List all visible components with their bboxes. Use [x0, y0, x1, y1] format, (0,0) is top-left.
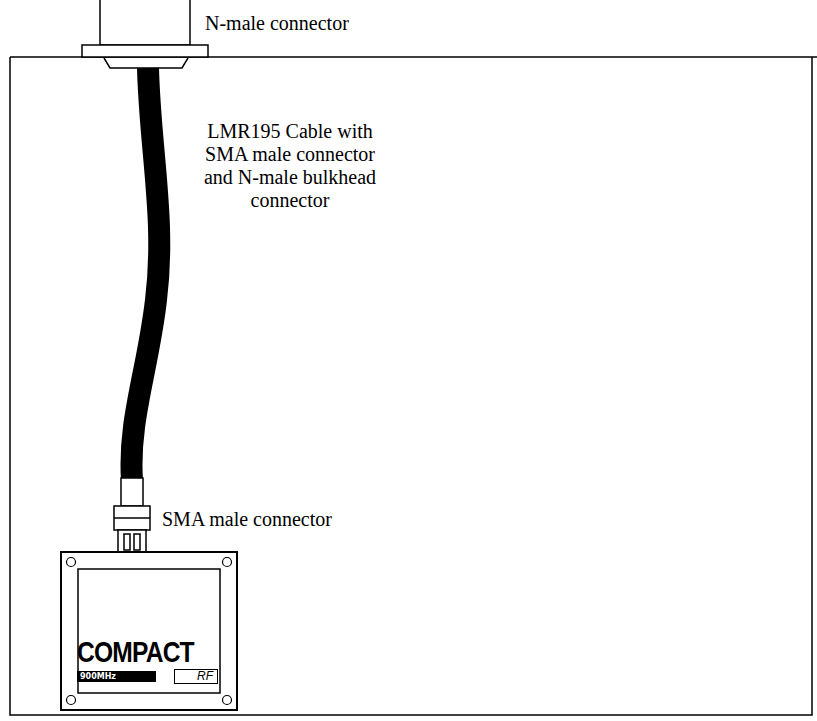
- n-connector-flange: [82, 45, 208, 57]
- n-connector-body: [100, 0, 190, 45]
- brand-logo: COMPACT: [77, 637, 194, 667]
- n-connector-nut: [104, 58, 188, 68]
- mount-hole: [67, 558, 76, 567]
- radio-module: COMPACT 900MHz RF: [60, 551, 238, 711]
- connector-label: SMA male connector: [162, 508, 332, 531]
- cable: [131, 68, 159, 480]
- sma-jack: [118, 530, 146, 552]
- sma-nut: [114, 506, 150, 530]
- connector-label: N-male connector: [205, 12, 349, 35]
- rf-mark: RF: [174, 669, 218, 684]
- label-plate: [78, 569, 220, 693]
- module-face: [62, 553, 236, 709]
- sma-ferrule: [121, 478, 143, 506]
- frequency-band: 900MHz: [77, 671, 156, 682]
- enclosure-outline: [10, 57, 817, 715]
- cable-label: LMR195 Cable with SMA male connector and…: [200, 120, 380, 212]
- sma-nut-line: [114, 517, 150, 519]
- mount-hole: [223, 558, 232, 567]
- sma-pin-right: [134, 534, 140, 550]
- mount-hole: [67, 696, 76, 705]
- mount-hole: [223, 696, 232, 705]
- sma-pin-left: [124, 534, 130, 550]
